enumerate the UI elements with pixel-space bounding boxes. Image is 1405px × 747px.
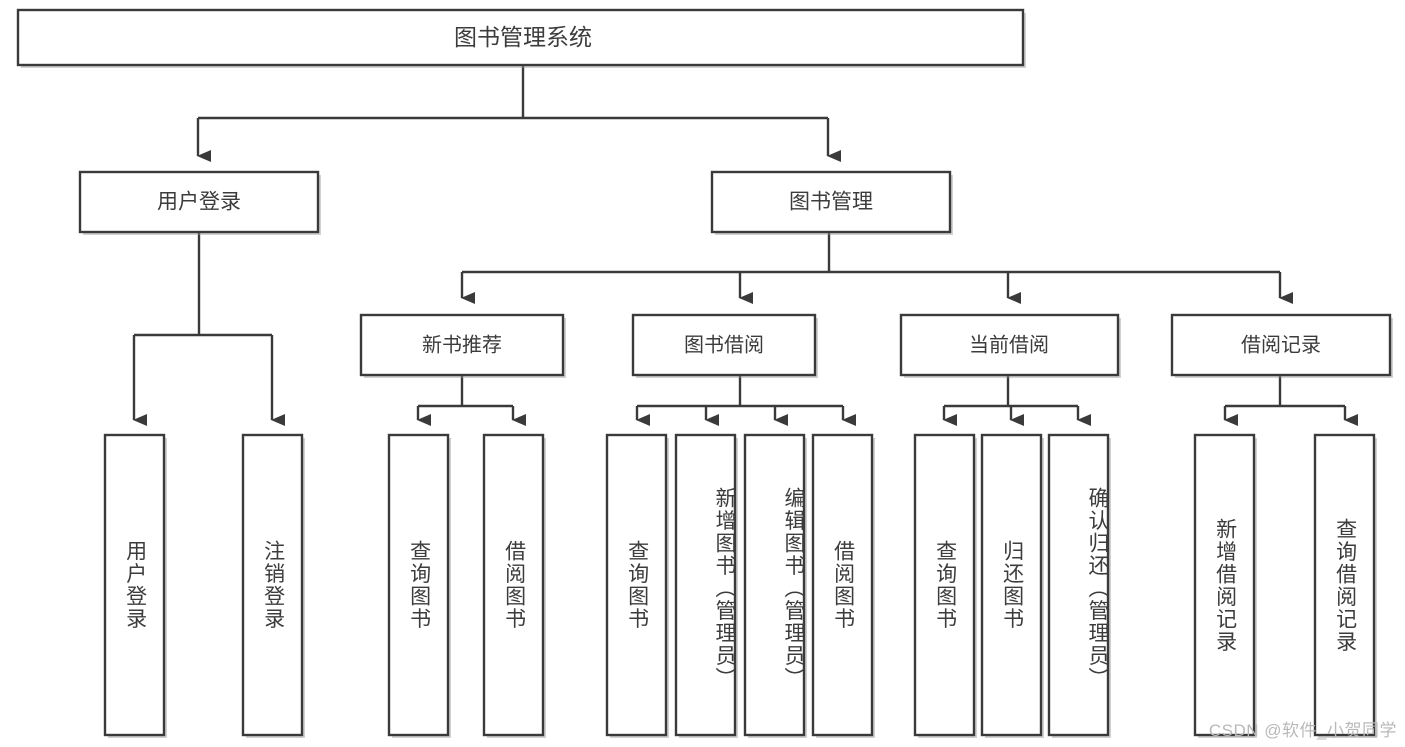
node-root-label: 图书管理系统 xyxy=(454,24,592,50)
node-new-book-recommend[interactable]: 新书推荐 xyxy=(359,313,566,378)
node-book-manage-label: 图书管理 xyxy=(789,191,873,214)
leaf-confirm-return-admin[interactable] xyxy=(1047,433,1111,738)
leaf-logout-login[interactable] xyxy=(241,433,305,738)
edge-book-manage-to-level2 xyxy=(460,232,1293,304)
node-book-manage[interactable]: 图书管理 xyxy=(710,170,953,235)
node-root[interactable]: 图书管理系统 xyxy=(16,8,1026,68)
leaf-user-login[interactable] xyxy=(103,433,167,738)
edge-user-login-to-leaves xyxy=(132,232,285,426)
node-user-login[interactable]: 用户登录 xyxy=(78,170,321,235)
node-current-borrow-label: 当前借阅 xyxy=(969,333,1049,356)
edge-book-borrow-to-leaves xyxy=(635,375,856,426)
leaf-query-book-borrow[interactable] xyxy=(605,433,669,738)
edge-borrow-record-to-leaves xyxy=(1223,375,1358,426)
leaf-edit-book-admin[interactable] xyxy=(743,433,807,738)
leaf-query-book-current[interactable] xyxy=(913,433,977,738)
leaf-borrow-book-borrow[interactable] xyxy=(811,433,875,738)
leaf-query-borrow-record[interactable] xyxy=(1313,433,1377,738)
node-user-login-label: 用户登录 xyxy=(157,191,241,214)
leaf-borrow-book-newbook[interactable] xyxy=(482,433,546,738)
node-borrow-record[interactable]: 借阅记录 xyxy=(1170,313,1393,378)
leaf-add-borrow-record[interactable] xyxy=(1193,433,1257,738)
node-book-borrow-label: 图书借阅 xyxy=(684,333,764,356)
leaf-query-book-newbook[interactable] xyxy=(387,433,451,738)
node-book-borrow[interactable]: 图书借阅 xyxy=(631,313,818,378)
node-new-book-recommend-label: 新书推荐 xyxy=(422,333,502,356)
node-borrow-record-label: 借阅记录 xyxy=(1241,333,1321,356)
edge-current-borrow-to-leaves xyxy=(942,375,1091,426)
edge-new-book-to-leaves xyxy=(416,375,526,426)
leaf-return-book[interactable] xyxy=(980,433,1044,738)
watermark: CSDN @软件_小贺同学 xyxy=(1208,721,1397,740)
leaf-add-book-admin[interactable] xyxy=(674,433,738,738)
edge-root-to-level1 xyxy=(196,65,841,162)
node-current-borrow[interactable]: 当前借阅 xyxy=(899,313,1121,378)
